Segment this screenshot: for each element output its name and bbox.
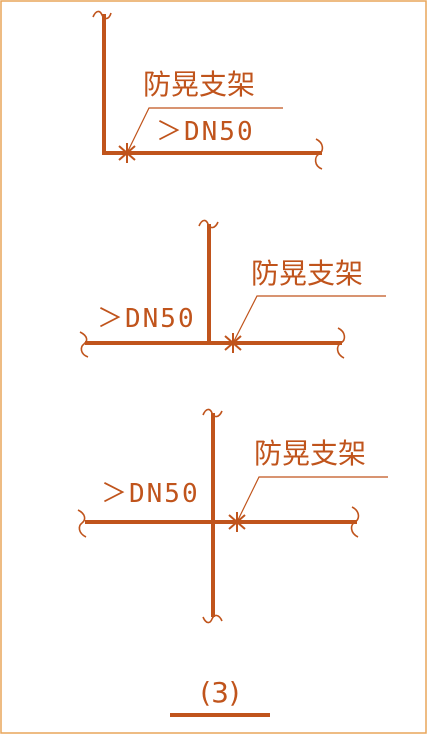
support-label: 防晃支架 (251, 257, 363, 290)
support-label: 防晃支架 (254, 437, 366, 470)
leader-line (236, 476, 388, 523)
break-mark-left (77, 509, 87, 538)
leader-line (126, 107, 283, 154)
break-mark-bottom (202, 614, 223, 624)
detail-elbow: 防晃支架 ＞DN50 (92, 10, 324, 170)
break-mark-right (336, 327, 346, 359)
pipe-size-label: ＞DN50 (97, 304, 196, 334)
break-mark-right (314, 138, 324, 170)
support-label: 防晃支架 (143, 68, 255, 101)
detail-tee: 防晃支架 ＞DN50 (79, 219, 386, 359)
figure-caption: (3) (200, 676, 240, 709)
break-mark-right (350, 506, 360, 538)
leader-line (232, 295, 386, 344)
pipe-size-label: ＞DN50 (101, 479, 200, 509)
detail-cross: 防晃支架 ＞DN50 (77, 408, 388, 624)
break-mark-left (79, 331, 89, 358)
pipe-size-label: ＞DN50 (156, 117, 255, 147)
